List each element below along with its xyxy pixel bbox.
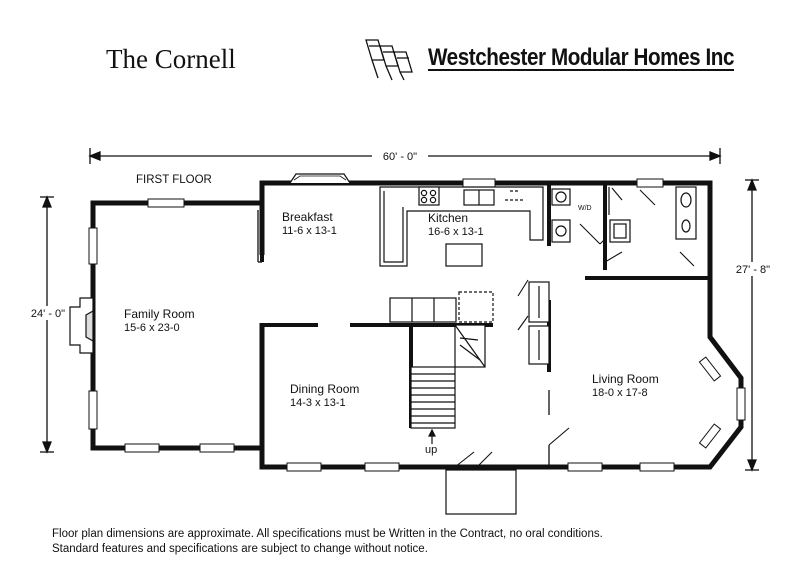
room-size-breakfast: 11-6 x 13-1: [282, 225, 337, 237]
room-name-living-room: Living Room: [592, 372, 659, 386]
disclaimer-line-2: Standard features and specifications are…: [52, 543, 428, 555]
room-size-family-room: 15-6 x 23-0: [124, 322, 180, 334]
closets: [389, 281, 550, 365]
fireplace: [69, 297, 94, 354]
washer-dryer-label: W/D: [578, 205, 592, 212]
front-porch: [445, 469, 517, 515]
floor-label: FIRST FLOOR: [136, 174, 212, 186]
depth-right-dimension: 27' - 8": [736, 264, 770, 276]
windows: [88, 178, 746, 472]
disclaimer-line-1: Floor plan dimensions are approximate. A…: [52, 528, 603, 540]
room-name-family-room: Family Room: [124, 307, 195, 321]
room-name-dining-room: Dining Room: [290, 382, 359, 396]
half-bath: [608, 186, 697, 243]
room-size-kitchen: 16-6 x 13-1: [428, 226, 484, 238]
room-size-dining-room: 14-3 x 13-1: [290, 397, 346, 409]
room-size-living-room: 18-0 x 17-8: [592, 387, 648, 399]
room-name-breakfast: Breakfast: [282, 210, 333, 224]
brand-logo-icon: [365, 39, 413, 81]
room-name-kitchen: Kitchen: [428, 211, 468, 225]
width-dimension: 60' - 0": [383, 151, 417, 163]
staircase: [410, 324, 486, 429]
door-swings: [454, 187, 695, 468]
plan-title: The Cornell: [106, 44, 236, 74]
bay-window: [289, 173, 351, 184]
washer-dryer: [551, 188, 571, 243]
stair-arrow-icon: [428, 428, 436, 444]
stair-label: up: [425, 444, 437, 456]
disclaimer: Floor plan dimensions are approximate. A…: [52, 527, 603, 557]
depth-left-dimension: 24' - 0": [31, 308, 65, 320]
kitchen-counters: [379, 186, 544, 267]
brand-name: Westchester Modular Homes Inc: [428, 44, 735, 71]
